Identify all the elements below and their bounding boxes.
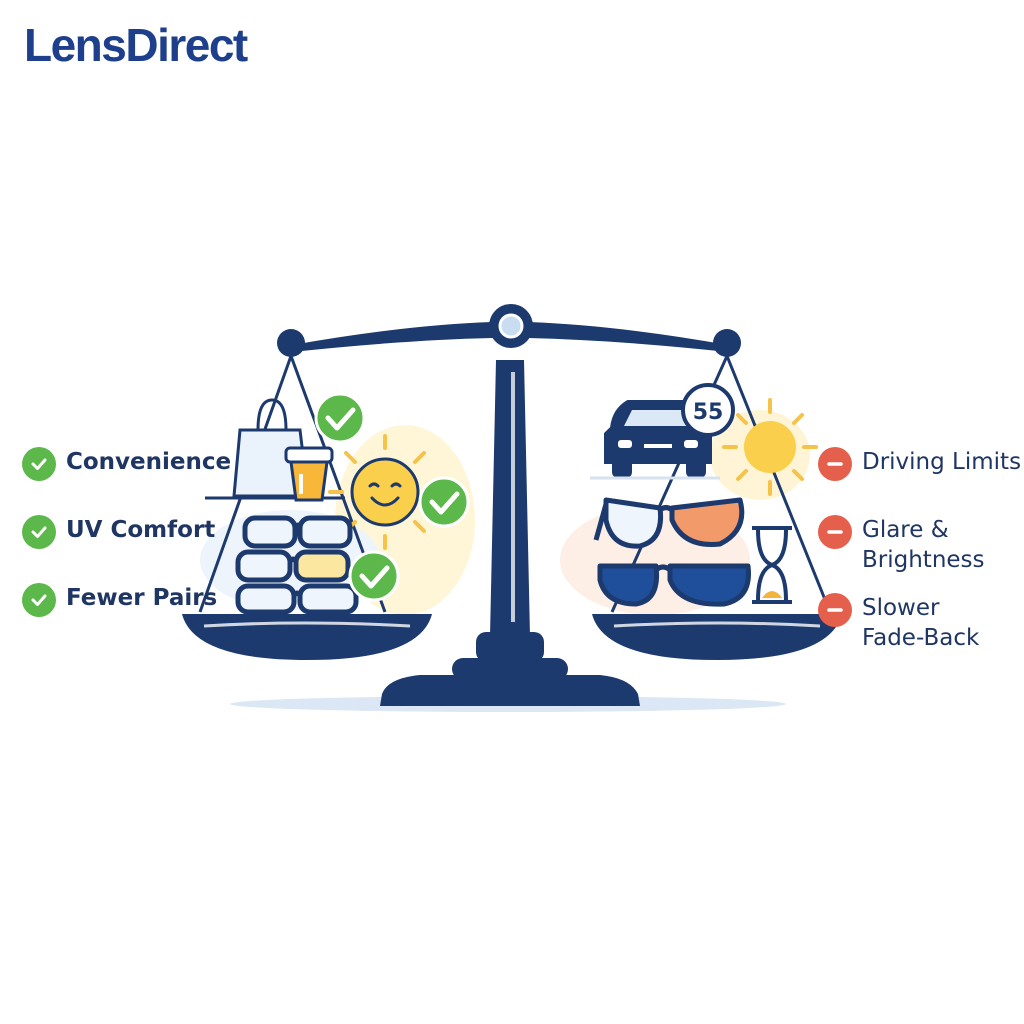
coffee-cup-icon bbox=[284, 446, 334, 502]
con-slower-fade-back: Slower Fade-Back bbox=[818, 593, 979, 653]
con-glare-brightness: Glare & Brightness bbox=[818, 515, 985, 575]
brand-logo: LensDirect bbox=[24, 19, 248, 71]
check-icon bbox=[348, 550, 400, 602]
minus-icon bbox=[818, 515, 852, 549]
minus-icon bbox=[818, 447, 852, 481]
minus-icon bbox=[818, 593, 852, 627]
scale-beam bbox=[277, 304, 741, 357]
pro-label: Convenience bbox=[66, 449, 232, 475]
speed-limit-icon: 55 bbox=[681, 383, 735, 437]
scale-base bbox=[380, 632, 640, 706]
pro-fewer-pairs: Fewer Pairs bbox=[22, 583, 217, 617]
sun-icon bbox=[328, 434, 442, 550]
sun-icon bbox=[722, 398, 818, 496]
left-beam-knob bbox=[277, 329, 305, 357]
con-label: Glare & Brightness bbox=[862, 517, 985, 573]
check-icon bbox=[22, 515, 56, 549]
pro-convenience: Convenience bbox=[22, 447, 231, 481]
eyeglasses-icon bbox=[235, 515, 359, 615]
pro-label: UV Comfort bbox=[66, 517, 216, 543]
right-pan bbox=[592, 614, 842, 660]
con-driving-limits: Driving Limits bbox=[818, 447, 1021, 481]
check-icon bbox=[22, 583, 56, 617]
con-label: Slower Fade-Back bbox=[862, 595, 980, 651]
pro-label: Fewer Pairs bbox=[66, 585, 218, 611]
scale-pillar bbox=[490, 360, 530, 636]
con-label: Driving Limits bbox=[862, 449, 1022, 475]
pro-uv-comfort: UV Comfort bbox=[22, 515, 215, 549]
speed-limit-value: 55 bbox=[693, 400, 724, 425]
right-beam-knob bbox=[713, 329, 741, 357]
left-pan bbox=[182, 614, 432, 660]
sunglasses-icon bbox=[593, 497, 751, 607]
check-icon bbox=[22, 447, 56, 481]
check-icon bbox=[314, 392, 366, 444]
hourglass-icon bbox=[752, 526, 792, 604]
check-icon bbox=[418, 476, 470, 528]
